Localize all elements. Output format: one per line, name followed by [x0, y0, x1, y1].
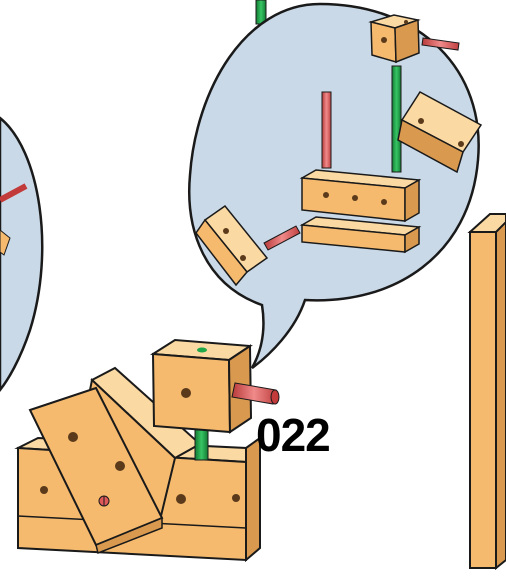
main-assembly	[14, 338, 280, 563]
red-dowel-peg	[421, 37, 460, 51]
wooden-block-tilted	[397, 91, 483, 174]
green-dowel-peg	[391, 65, 402, 173]
callout-bubble	[188, 2, 483, 370]
wooden-bar-lower	[299, 216, 422, 254]
green-dowel-peg-assembly	[194, 427, 209, 461]
wooden-cube-small	[368, 14, 421, 64]
red-dowel-peg-vertical	[321, 91, 332, 169]
step-number: 022	[256, 409, 331, 461]
red-dowel-peg-assembly	[231, 382, 277, 405]
wooden-bar-upper	[299, 169, 422, 223]
wooden-block-left	[195, 204, 269, 287]
red-dowel-peg-diagonal	[263, 225, 301, 251]
wooden-post-right	[467, 213, 506, 571]
left-callout-bubble	[0, 116, 44, 393]
wooden-cube	[149, 338, 253, 434]
